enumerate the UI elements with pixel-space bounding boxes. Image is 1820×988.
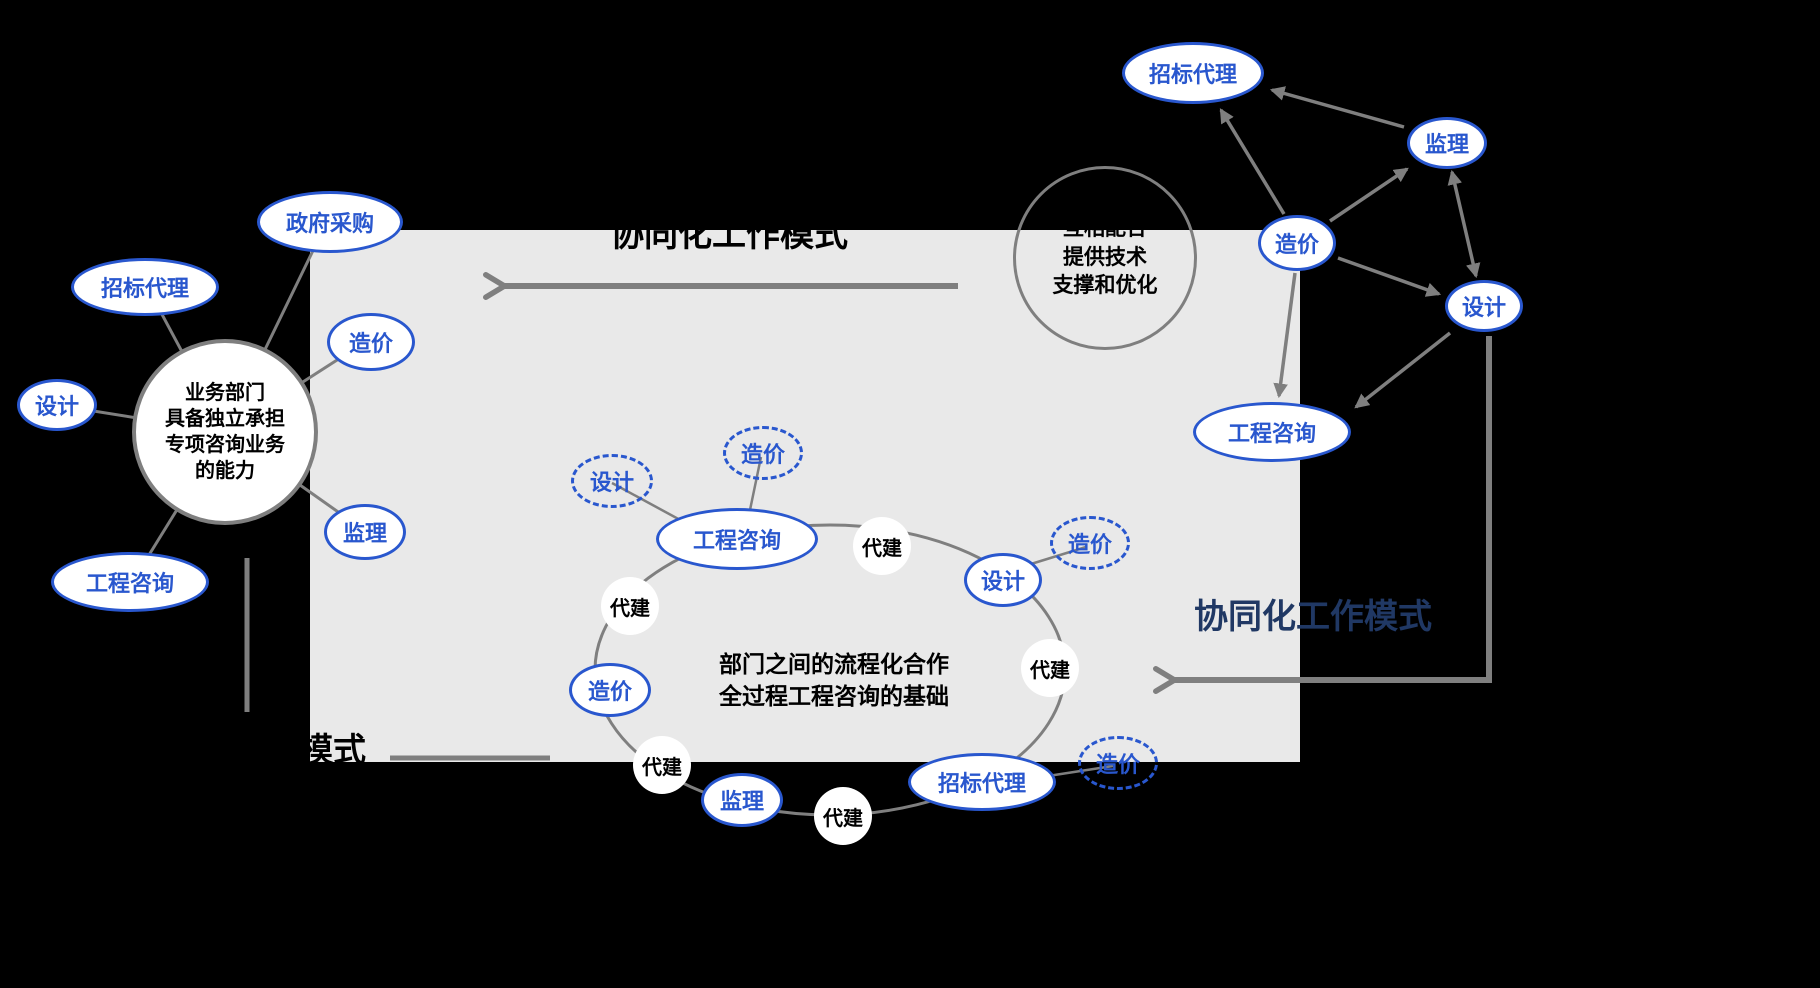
left-node-supervision: 监理 (324, 504, 406, 560)
cycle-node-engineering-consulting: 工程咨询 (656, 508, 818, 570)
dashed-node-stems (611, 456, 1114, 780)
cycle-node-bidding-agency: 招标代理 (908, 753, 1056, 811)
edge-chip-daijian-2: 代建 (1021, 639, 1079, 697)
edge-chip-daijian-1: 代建 (853, 517, 911, 575)
dashed-node-cost-1: 造价 (723, 426, 803, 480)
cycle-node-cost: 造价 (569, 663, 651, 717)
left-node-cost: 造价 (327, 313, 415, 371)
collaborative-mode-title-top: 协同化工作模式 (610, 217, 848, 254)
edge-chip-daijian-5: 代建 (601, 577, 659, 635)
mutual-support-note-circle: 互相配合 提供技术 支撑和优化 (1013, 166, 1197, 350)
dashed-node-cost-3: 造价 (1078, 736, 1158, 790)
cycle-caption: 部门之间的流程化合作 全过程工程咨询的基础 (719, 651, 949, 710)
collaborative-mode-title-right: 协同化工作模式 (1194, 599, 1432, 636)
edge-chip-daijian-3: 代建 (814, 787, 872, 845)
right-mode-arrow (1153, 336, 1492, 694)
cycle-node-design: 设计 (964, 553, 1042, 607)
dashed-node-cost-2: 造价 (1050, 516, 1130, 570)
cycle-node-supervision: 监理 (701, 773, 783, 827)
right-node-engineering-consulting: 工程咨询 (1193, 402, 1351, 462)
left-node-government-procurement: 政府采购 (257, 191, 403, 253)
right-node-cost: 造价 (1258, 215, 1336, 271)
bottom-partial-title: 模式 (300, 733, 366, 769)
left-node-engineering-consulting: 工程咨询 (51, 552, 209, 612)
right-node-bidding-agency: 招标代理 (1122, 42, 1264, 104)
right-node-supervision: 监理 (1407, 117, 1487, 169)
left-node-design: 设计 (17, 379, 97, 431)
right-node-design: 设计 (1445, 280, 1523, 332)
dashed-node-design: 设计 (571, 454, 653, 508)
edge-chip-daijian-4: 代建 (633, 736, 691, 794)
right-cluster-arrows (1219, 86, 1481, 409)
left-capability-circle: 业务部门 具备独立承担 专项咨询业务 的能力 (132, 339, 318, 525)
left-node-bidding-agency: 招标代理 (71, 258, 219, 316)
